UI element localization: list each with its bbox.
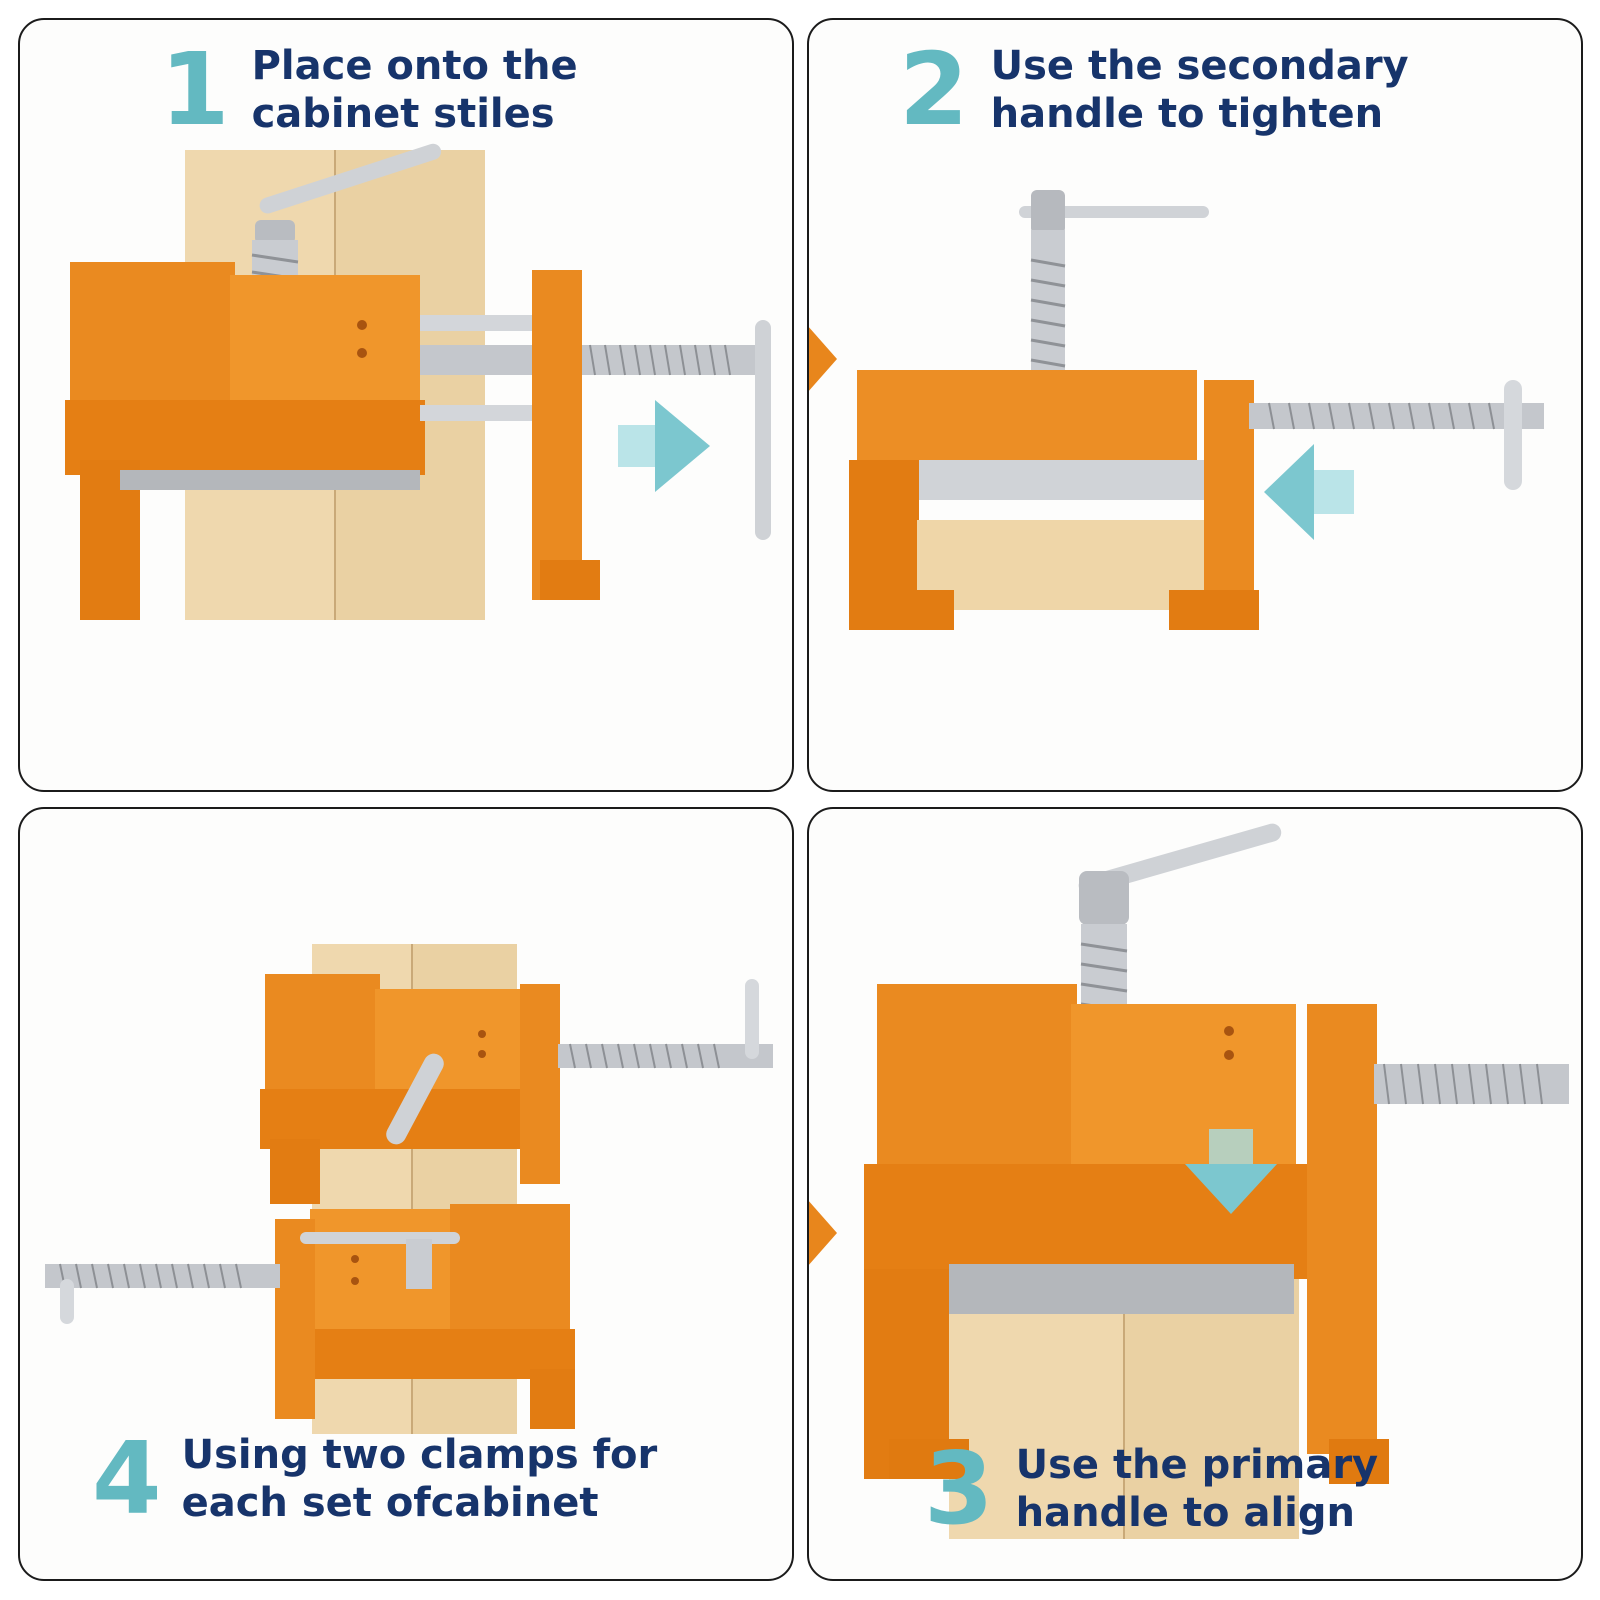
step-1-caption-line2: cabinet stiles xyxy=(251,91,555,137)
step-3-caption: Use the primary handle to align xyxy=(1016,1441,1379,1537)
step-4-heading: 4 Using two clamps for each set ofcabine… xyxy=(92,1429,657,1529)
step-3-panel: 3 Use the primary handle to align xyxy=(807,807,1583,1581)
arrow-left-icon xyxy=(1264,444,1354,540)
step-1-caption: Place onto the cabinet stiles xyxy=(252,42,578,138)
step-1-caption-line1: Place onto the xyxy=(251,43,578,89)
step-1-clamp-illustration xyxy=(65,143,771,620)
step-1-heading: 1 Place onto the cabinet stiles xyxy=(160,40,578,140)
step-4-caption-line2: each set ofcabinet xyxy=(181,1480,599,1526)
arrow-left-tab-icon xyxy=(809,1199,837,1267)
step-2-caption: Use the secondary handle to tighten xyxy=(991,42,1409,138)
step-2-number: 2 xyxy=(899,31,969,148)
step-2-clamp-illustration xyxy=(849,190,1544,630)
arrow-right-icon xyxy=(618,400,710,492)
step-2-caption-line1: Use the secondary xyxy=(990,43,1409,89)
step-4-number: 4 xyxy=(92,1420,162,1537)
step-2-panel: 2 Use the secondary handle to tighten xyxy=(807,18,1583,792)
arrow-down-icon xyxy=(1185,1129,1277,1214)
step-2-heading: 2 Use the secondary handle to tighten xyxy=(899,40,1409,140)
step-4-caption-line1: Using two clamps for xyxy=(181,1432,658,1478)
step-3-caption-line2: handle to align xyxy=(1015,1490,1355,1536)
step-3-clamp-illustration xyxy=(864,823,1569,1539)
step-3-caption-line1: Use the primary xyxy=(1015,1442,1379,1488)
step-2-caption-line2: handle to tighten xyxy=(990,91,1384,137)
step-1-number: 1 xyxy=(160,31,230,148)
step-4-caption: Using two clamps for each set ofcabinet xyxy=(182,1431,658,1527)
step-3-heading: 3 Use the primary handle to align xyxy=(924,1439,1378,1539)
step-4-panel: 4 Using two clamps for each set ofcabine… xyxy=(18,807,794,1581)
step-1-panel: 1 Place onto the cabinet stiles xyxy=(18,18,794,792)
arrow-right-tab-icon xyxy=(809,325,837,393)
step-4-two-clamps-illustration xyxy=(45,944,773,1434)
step-3-number: 3 xyxy=(924,1430,994,1547)
